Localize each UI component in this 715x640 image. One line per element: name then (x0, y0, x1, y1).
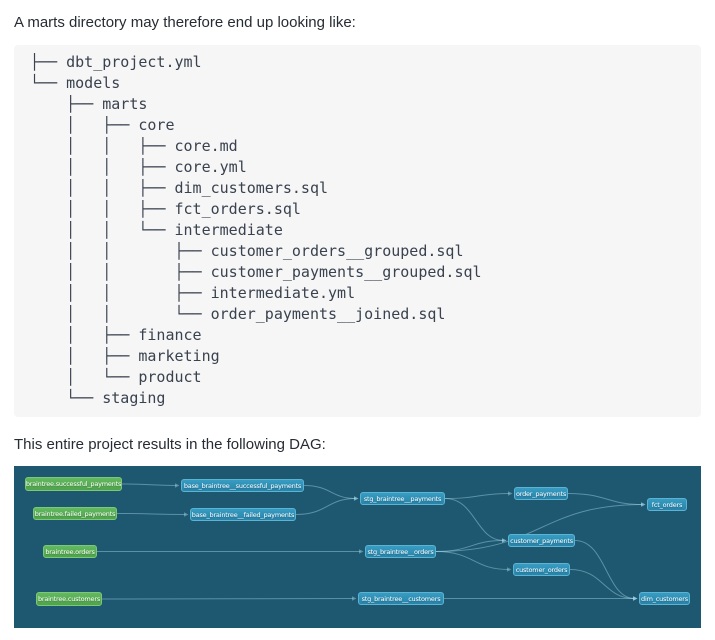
dag-node-fct_orders: fct_orders (647, 498, 687, 511)
dag-node-base_braintree__failed_payments: base_braintree__failed_payments (190, 508, 296, 521)
dag-edge-arrowhead (184, 512, 189, 517)
dag-edge-customer_payments-to-dim_customers (574, 540, 635, 599)
dag-edge-arrowhead (502, 538, 507, 543)
dag-edge-arrowhead (507, 567, 512, 572)
dag-node-braintree_orders: braintree.orders (43, 545, 97, 558)
dag-edge-stg_braintree__payments-to-customer_payments (444, 498, 504, 541)
dag-edge-arrowhead (508, 491, 513, 496)
dag-edge-arrowhead (641, 502, 646, 507)
dag-edge-braintree_successful_payments-to-base_braintree__successful_payments (121, 483, 177, 486)
dag-intro-text: This entire project results in the follo… (14, 436, 326, 453)
dag-edge-customer_orders-to-dim_customers (569, 569, 635, 599)
dag-edge-stg_braintree__orders-to-customer_orders (435, 551, 509, 570)
dag-edges (96, 483, 646, 601)
directory-tree-code-block: ├── dbt_project.yml └── models ├── marts… (14, 45, 701, 417)
dag-node-base_braintree__successful_payments: base_braintree__successful_payments (181, 479, 304, 492)
dag-edge-base_braintree__failed_payments-to-stg_braintree__payments (295, 498, 356, 515)
dag-image: braintree.successful_payments base_braint… (14, 466, 701, 628)
dag-node-stg_braintree__orders: stg_braintree__orders (365, 545, 436, 558)
dag-edge-base_braintree__successful_payments-to-stg_braintree__payments (303, 485, 356, 499)
dag-edge-stg_braintree__payments-to-order_payments (444, 493, 510, 499)
dag-node-braintree_successful_payments: braintree.successful_payments (25, 477, 122, 491)
dag-edge-stg_braintree__orders-to-fct_orders (435, 504, 643, 552)
dag-edge-arrowhead (633, 596, 638, 601)
dag-edge-arrowhead (633, 596, 638, 601)
intro-text: A marts directory may therefore end up l… (14, 14, 356, 31)
dag-edge-arrowhead (359, 549, 364, 554)
dag-edge-arrowhead (502, 538, 507, 543)
dag-edge-order_payments-to-fct_orders (567, 493, 643, 505)
dag-node-stg_braintree__customers: stg_braintree__customers (358, 592, 444, 605)
dag-edge-braintree_failed_payments-to-base_braintree__failed_payments (116, 513, 186, 515)
dag-node-braintree_customers: braintree.customers (36, 592, 102, 606)
dag-node-order_payments: order_payments (514, 487, 568, 500)
dag-node-braintree_failed_payments: braintree.failed_payments (33, 507, 117, 520)
dag-edge-arrowhead (641, 502, 646, 507)
dag-node-dim_customers: dim_customers (639, 592, 690, 605)
dag-edge-arrowhead (175, 483, 180, 488)
dag-edge-arrowhead (633, 596, 638, 601)
dag-edge-arrowhead (352, 596, 357, 601)
dag-node-customer_payments: customer_payments (508, 534, 575, 547)
dag-edge-braintree_customers-to-stg_braintree__customers (101, 598, 354, 600)
dag-node-stg_braintree__payments: stg_braintree__payments (360, 492, 445, 505)
dag-edge-stg_braintree__orders-to-customer_payments (435, 540, 504, 552)
dag-node-customer_orders: customer_orders (513, 563, 570, 576)
dag-edge-arrowhead (354, 496, 359, 501)
dag-edge-arrowhead (354, 496, 359, 501)
